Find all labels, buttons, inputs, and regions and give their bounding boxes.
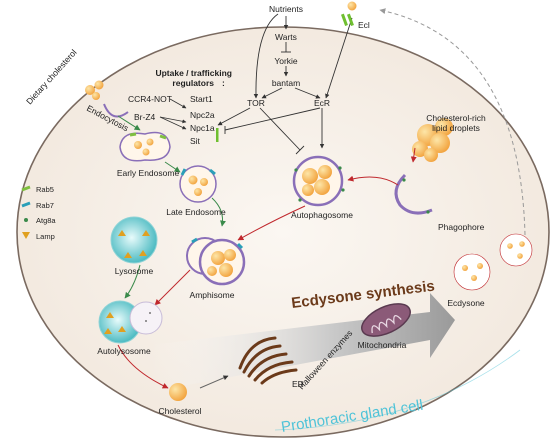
legend-item-lamp: Lamp (22, 232, 55, 241)
label-tor: TOR (247, 98, 265, 108)
autolysosome (98, 300, 163, 344)
lysosome (110, 216, 158, 264)
sit-green-bar (216, 128, 219, 142)
legend-item-rab5: Rab5 (21, 185, 54, 194)
atg8a-dot-icon (24, 218, 28, 222)
label-npc2a: Npc2a (190, 110, 215, 120)
label-cholesterol-droplets-1: Cholesterol-rich (426, 113, 486, 123)
amphisome (186, 237, 246, 286)
label-ecdysone: Ecdysone (447, 298, 485, 308)
label-npc1a: Npc1a (190, 123, 215, 133)
early-endosome (119, 131, 171, 162)
legend-label-rab7: Rab7 (36, 201, 54, 210)
label-bantam: bantam (272, 78, 300, 88)
late-endosome (179, 165, 217, 203)
label-uptake-title-2: regulators (172, 78, 214, 88)
legend-label-rab5: Rab5 (36, 185, 54, 194)
rab7-marker-icon (21, 201, 31, 208)
endocytosis-pit (103, 103, 129, 118)
ecdysone-vesicle-2 (499, 233, 533, 267)
label-dietary-cholesterol: Dietary cholesterol (24, 47, 79, 106)
label-er: ER (292, 379, 304, 389)
label-late-endosome: Late Endosome (166, 207, 226, 217)
autophagosome (292, 155, 345, 207)
label-ccr4-not: CCR4-NOT (128, 94, 172, 104)
cholesterol-droplet (169, 383, 187, 401)
ecl-transporter (341, 1, 357, 26)
legend-label-atg8a: Atg8a (36, 216, 56, 225)
rab5-marker-icon (21, 185, 31, 192)
mitochondria-organelle (361, 303, 411, 337)
signaling-arrows (217, 13, 353, 155)
label-start1: Start1 (190, 94, 213, 104)
legend: Rab5 Rab7 Atg8a Lamp (21, 185, 56, 241)
dietary-cholesterol-droplets (85, 80, 104, 100)
legend-item-atg8a: Atg8a (24, 216, 56, 225)
label-phagophore: Phagophore (438, 222, 485, 232)
phagophore (394, 173, 433, 215)
label-autophagosome: Autophagosome (291, 210, 353, 220)
label-early-endosome: Early Endosome (117, 168, 180, 178)
label-lysosome: Lysosome (115, 266, 154, 276)
label-warts: Warts (275, 32, 297, 42)
legend-item-rab7: Rab7 (21, 201, 54, 210)
label-ecl: Ecl (358, 20, 370, 30)
label-ecr: EcR (314, 98, 330, 108)
label-uptake-title-1: Uptake / trafficking (155, 68, 232, 78)
ecdysone-vesicle-1 (453, 253, 491, 291)
label-yorkie: Yorkie (274, 56, 298, 66)
ecdysone-synthesis-arrow (150, 293, 455, 392)
legend-label-lamp: Lamp (36, 232, 55, 241)
label-autolysosome: Autolysosome (97, 346, 151, 356)
label-cholesterol-droplets-2: lipid droplets (432, 123, 480, 133)
er-organelle (238, 336, 298, 385)
label-br-z4: Br-Z4 (134, 112, 156, 122)
label-mitochondria: Mitochondria (358, 340, 407, 350)
label-amphisome: Amphisome (190, 290, 235, 300)
label-sit: Sit (190, 136, 201, 146)
prothoracic-swoosh (274, 349, 521, 431)
label-nutrients: Nutrients (269, 4, 303, 14)
label-cholesterol: Cholesterol (159, 406, 202, 416)
cholesterol-rich-droplets (412, 118, 453, 162)
label-uptake-colon: : (222, 78, 225, 88)
lamp-triangle-icon (22, 232, 30, 239)
